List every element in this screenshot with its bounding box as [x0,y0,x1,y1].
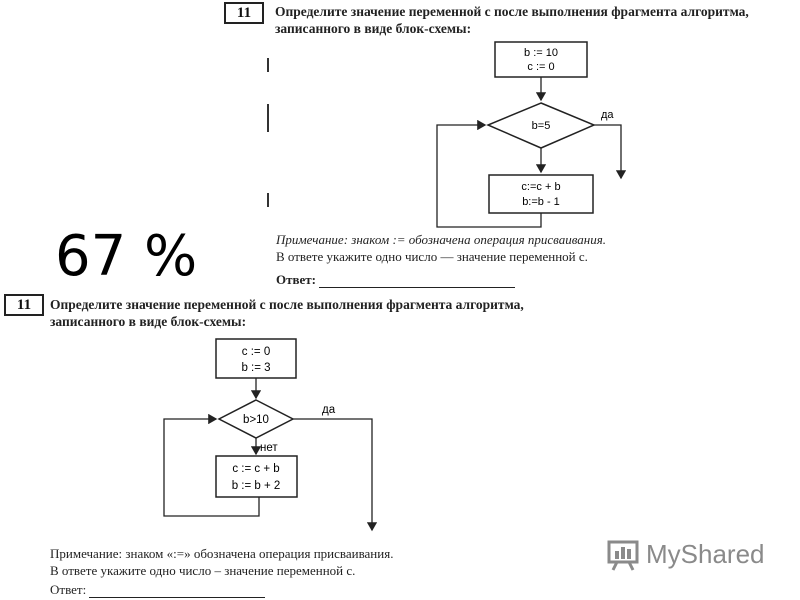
task1-body-box [488,174,594,214]
task1-body-line1: c:=c + b [521,181,560,193]
task1-body-line2: b:=b - 1 [522,196,560,208]
task2-body-line2: b := b + 2 [232,480,281,492]
task2-question-line1: Определите значение переменной c после в… [50,297,524,312]
task1-instruction: В ответе укажите одно число — значение п… [276,249,588,264]
task2-body-line1: c := c + b [232,463,279,475]
task2-init-line1: c := 0 [242,346,270,358]
task2-answer-field[interactable] [89,584,266,598]
task2-condition-text: b>10 [243,414,269,426]
task2-body-box [215,455,298,498]
margin-tick [267,193,269,207]
task1-answer-row: Ответ: [276,272,516,288]
task1-init-box [494,41,588,78]
task2-init-line2: b := 3 [241,362,270,374]
myshared-logo: MyShared [606,536,765,572]
task2-instruction: В ответе укажите одно число – значение п… [50,563,356,578]
task2-answer-label: Ответ: [50,582,87,597]
task2-no-label: нет [260,442,278,454]
presentation-board-icon [607,540,639,571]
progress-percent: 67 % [55,224,198,289]
task1-note: Примечание: знаком := обозначена операци… [276,232,607,247]
task2-question-line2: записанного в виде блок-схемы: [50,314,247,329]
task2-number-box: 11 [4,294,44,316]
task2-yes-label: да [322,404,336,416]
task1-condition-text: b=5 [532,120,551,132]
task2-init-box [215,338,297,379]
margin-tick [267,58,269,72]
task1-answer-label: Ответ: [276,272,317,287]
task2-note: Примечание: знаком «:=» обозначена опера… [50,546,394,561]
task1-init-line1: b := 10 [524,47,558,59]
task1-init-line2: c := 0 [527,61,554,73]
task1-number-box: 11 [224,2,264,24]
task2-answer-row: Ответ: [50,582,266,598]
task1-answer-field[interactable] [319,273,516,288]
task1-question-line1: Определите значение переменной c после в… [275,4,749,19]
myshared-brand: MyShared [646,538,765,569]
margin-tick [267,104,269,132]
task1-question-line2: записанного в виде блок-схемы: [275,21,472,36]
task1-yes-label: да [601,109,614,121]
